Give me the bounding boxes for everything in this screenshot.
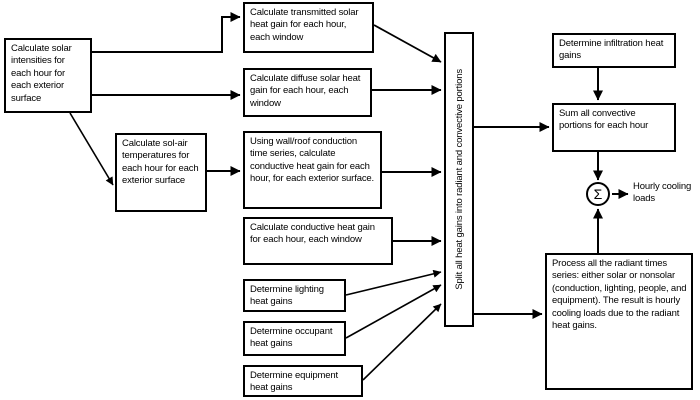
arrow-transmitted-to-split [373, 24, 442, 63]
step-sum-convective-portions: Sum all convective portions for each hou… [552, 103, 676, 152]
arrow-solar-to-solair [69, 112, 114, 186]
summation-node: Σ [586, 182, 610, 206]
arrow-occupant-to-split [345, 284, 442, 339]
step-calculate-solar-intensities: Calculate solar intensities for each hou… [4, 38, 92, 113]
step-calculate-transmitted-solar-heat-gain: Calculate transmitted solar heat gain fo… [243, 2, 374, 53]
split-vertical-label: Split all heat gains into radiant and co… [453, 69, 465, 290]
step-split-radiant-convective: Split all heat gains into radiant and co… [444, 32, 474, 327]
step-determine-lighting-heat-gains: Determine lighting heat gains [243, 279, 346, 312]
step-determine-occupant-heat-gains: Determine occupant heat gains [243, 321, 346, 356]
step-process-radiant-time-series: Process all the radiant times series: ei… [545, 253, 693, 390]
step-wall-roof-conduction-heat-gain: Using wall/roof conduction time series, … [243, 131, 382, 209]
arrow-equipment-to-split [362, 303, 442, 381]
sigma-icon: Σ [593, 186, 603, 202]
step-conductive-heat-gain-window: Calculate conductive heat gain for each … [243, 217, 393, 265]
step-determine-equipment-heat-gains: Determine equipment heat gains [243, 365, 363, 397]
hourly-cooling-loads-label: Hourly cooling loads [633, 181, 692, 205]
arrow-lighting-to-split [345, 269, 442, 296]
step-calculate-diffuse-solar-heat-gain: Calculate diffuse solar heat gain for ea… [243, 68, 372, 117]
arrow-solar-to-transmitted [92, 12, 241, 53]
step-calculate-sol-air-temperatures: Calculate sol-air temperatures for each … [115, 133, 207, 212]
step-determine-infiltration-heat-gains: Determine infiltration heat gains [552, 33, 676, 68]
